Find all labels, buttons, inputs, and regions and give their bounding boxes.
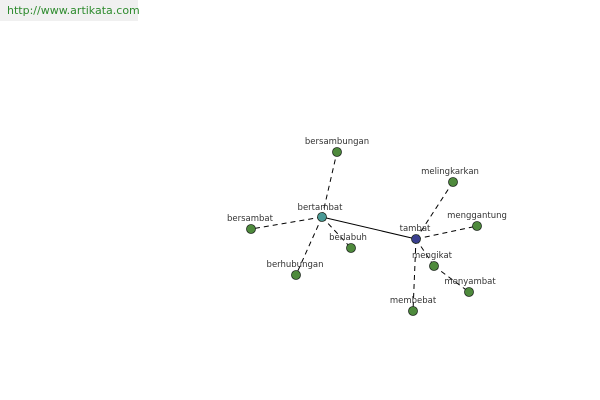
node-berlabuh[interactable] [346,243,356,253]
node-mengikat[interactable] [429,261,439,271]
node-melingkarkan[interactable] [448,177,458,187]
edge-bertambat-bersambat [250,216,323,230]
node-label-berlabuh[interactable]: berlabuh [329,233,367,243]
node-label-membebat[interactable]: membebat [390,296,437,306]
node-bertambat[interactable] [317,212,327,222]
edge-tambat-menggantung [415,225,478,240]
node-berhubungan[interactable] [291,270,301,280]
site-header-bar: http://www.artikata.com [0,0,140,21]
node-bersambat[interactable] [246,224,256,234]
edge-bertambat-bersambungan [321,151,338,218]
edge-tambat-melingkarkan [415,181,454,240]
node-label-menyambat[interactable]: menyambat [444,277,496,287]
node-label-bersambungan[interactable]: bersambungan [305,137,369,147]
node-label-melingkarkan[interactable]: melingkarkan [421,167,479,177]
node-tambat[interactable] [411,234,421,244]
nodes-layer [246,147,482,316]
edge-tambat-bertambat [321,216,417,240]
node-label-bertambat[interactable]: bertambat [298,203,344,213]
labels-layer: tambat bertambat bersambungan bersambat berl… [227,137,507,306]
edge-bertambat-berhubungan [295,216,323,276]
node-membebat[interactable] [408,306,418,316]
node-menyambat[interactable] [464,287,474,297]
node-bersambungan[interactable] [332,147,342,157]
edge-tambat-membebat [412,238,417,312]
site-link[interactable]: http://www.artikata.com [7,4,140,17]
edge-bertambat-berlabuh [321,216,352,249]
node-label-bersambat[interactable]: bersambat [227,214,274,224]
node-label-mengikat[interactable]: mengikat [412,251,453,261]
edge-mengikat-menyambat [433,265,470,293]
edge-tambat-mengikat [415,238,435,267]
node-label-berhubungan[interactable]: berhubungan [267,260,324,270]
node-label-menggantung[interactable]: menggantung [447,211,507,221]
edges-layer [250,151,478,312]
node-label-tambat[interactable]: tambat [400,224,431,234]
node-menggantung[interactable] [472,221,482,231]
